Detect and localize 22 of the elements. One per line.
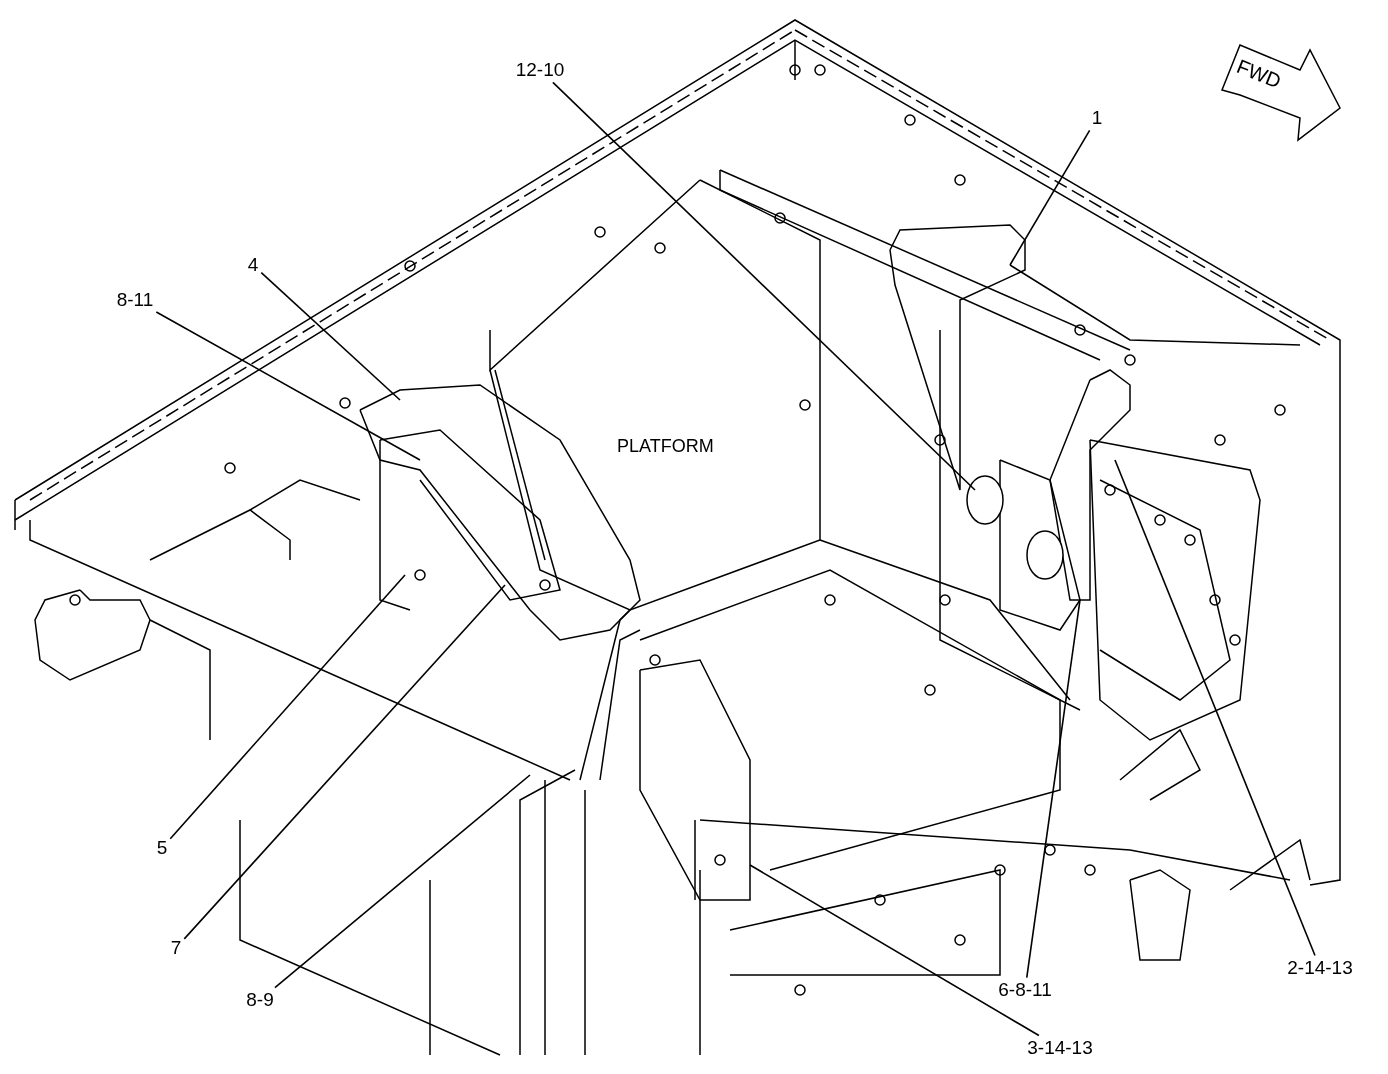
callout-number: 7 (170, 937, 182, 959)
callout-number: 6-8-11 (998, 979, 1052, 1001)
leader-line (155, 311, 421, 461)
leader-line (260, 271, 401, 401)
callout-number: 3-14-13 (1027, 1037, 1093, 1059)
leader-line (169, 574, 406, 840)
callout-number: 4 (247, 254, 259, 276)
callout-number: 2-14-13 (1287, 957, 1353, 979)
leader-line (1114, 459, 1316, 957)
direction-label: FWD (1233, 55, 1285, 94)
leader-line (1025, 599, 1081, 979)
leader-line (274, 774, 531, 989)
leader-line (749, 864, 1040, 1037)
leader-line (1009, 129, 1091, 266)
leader-line (183, 584, 506, 940)
callout-number: 8-9 (246, 989, 274, 1011)
callout-number: 5 (156, 837, 168, 859)
callout-number: 1 (1091, 107, 1103, 129)
leader-line (552, 81, 976, 491)
callout-number: 12-10 (515, 59, 565, 81)
callout-number: 8-11 (116, 289, 154, 311)
part-label: PLATFORM (617, 436, 714, 457)
